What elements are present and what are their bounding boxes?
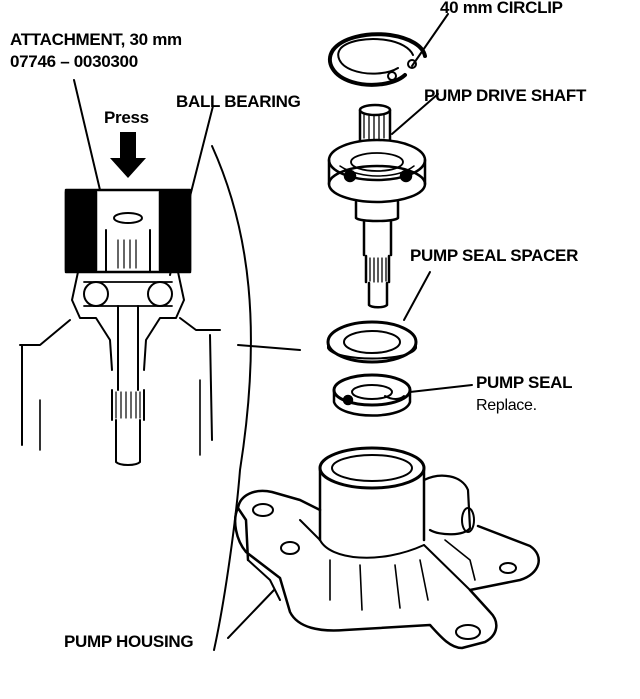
inset-press-detail [19, 132, 301, 651]
label-attachment: ATTACHMENT, 30 mm [10, 30, 182, 49]
circlip-part [327, 32, 427, 87]
label-pump-drive-shaft: PUMP DRIVE SHAFT [424, 86, 587, 105]
label-pump-seal: PUMP SEAL [476, 373, 573, 392]
pump-seal-part [332, 373, 412, 417]
label-pump-seal-note: Replace. [476, 397, 537, 414]
pump-housing-part [234, 446, 540, 650]
pump-drive-shaft-part [327, 103, 427, 309]
label-pump-seal-spacer: PUMP SEAL SPACER [410, 246, 579, 265]
leader-lines [73, 13, 473, 639]
label-circlip: 40 mm CIRCLIP [440, 0, 563, 17]
label-press: Press [104, 108, 149, 127]
label-pump-housing: PUMP HOUSING [64, 632, 194, 651]
label-attachment-part: 07746 – 0030300 [10, 52, 138, 71]
pump-seal-spacer-part [326, 320, 418, 364]
label-ball-bearing: BALL BEARING [176, 92, 301, 111]
